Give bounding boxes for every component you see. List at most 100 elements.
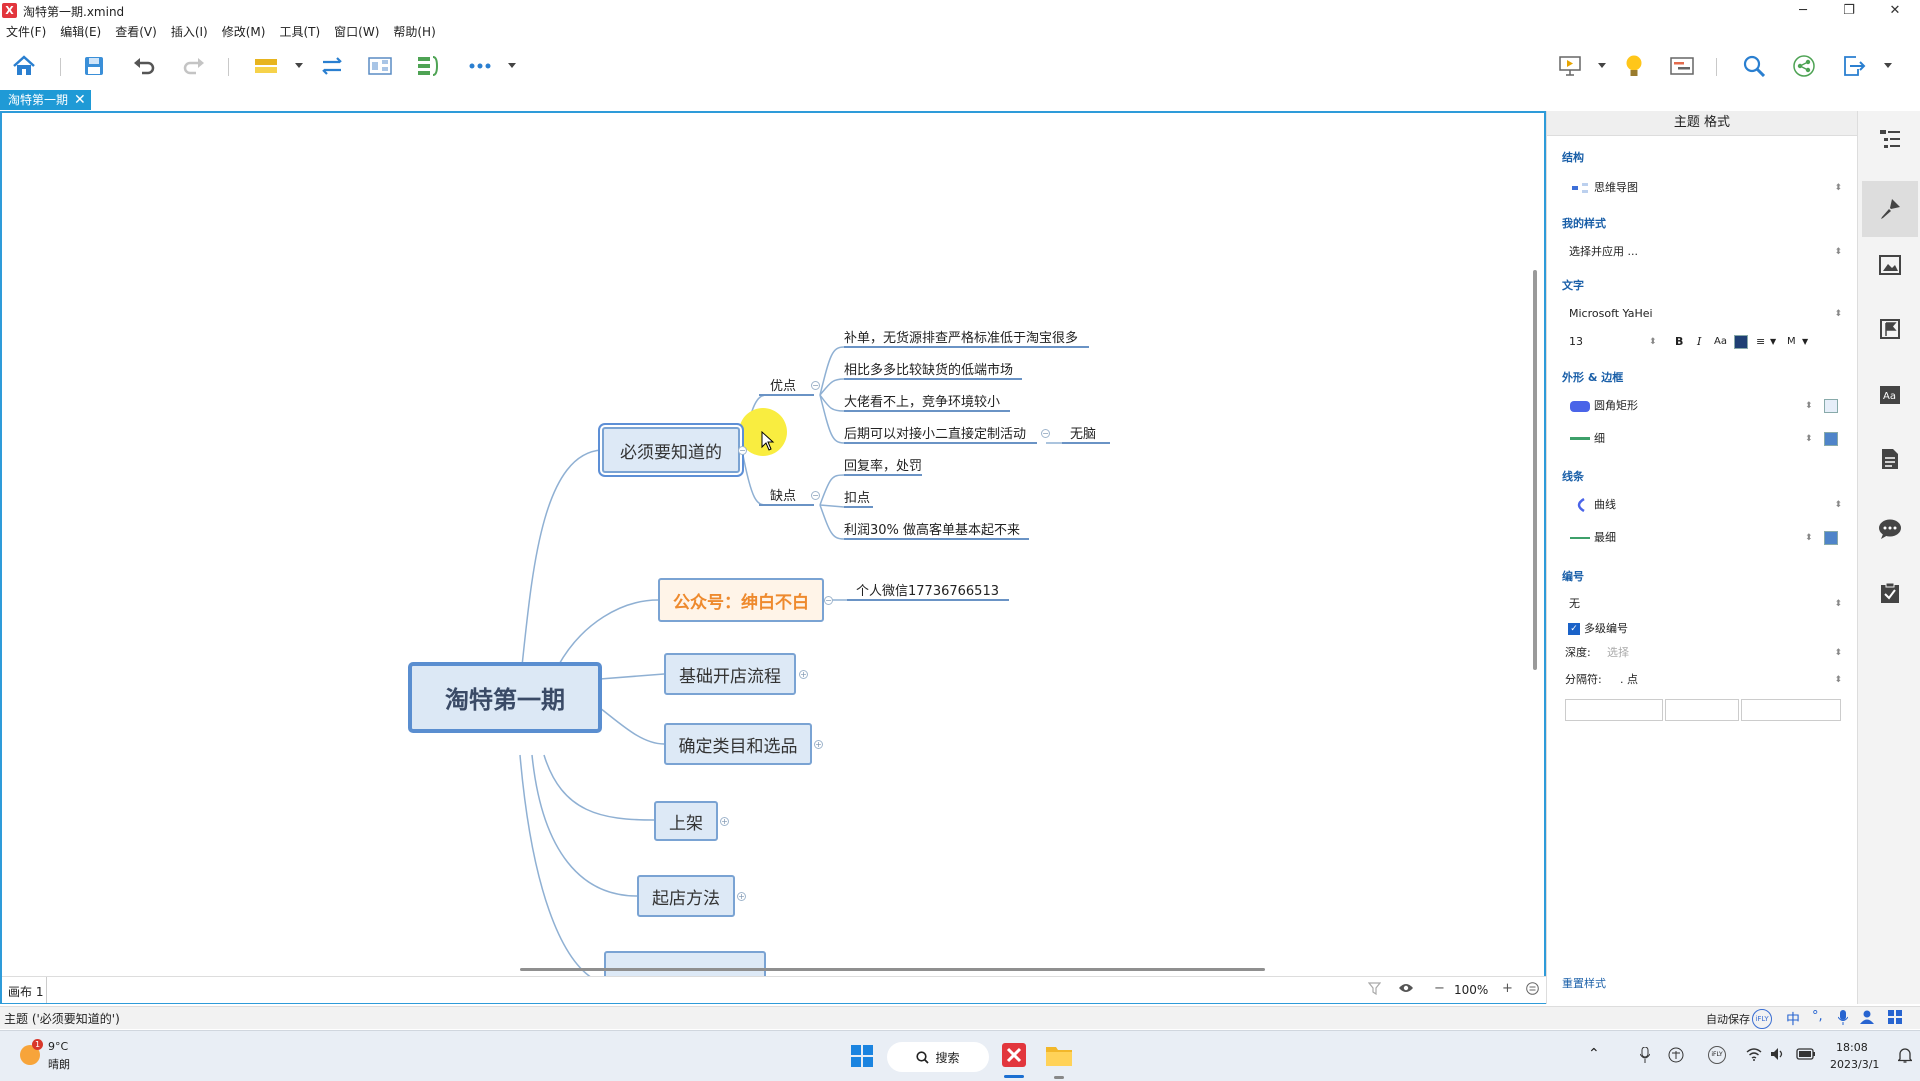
collapse-toggle[interactable]: − (738, 446, 747, 455)
boundary-icon[interactable] (366, 52, 394, 80)
line-width-select[interactable]: 最细 ⬍ (1562, 526, 1842, 550)
menu-modify[interactable]: 修改(M) (221, 25, 266, 39)
topic-dropdown-icon[interactable] (295, 63, 303, 68)
topic-wechat-public[interactable]: 公众号：绅白不白 (658, 578, 824, 622)
cons-item[interactable]: 利润30% 做高客单基本起不来 (844, 522, 1021, 538)
image-icon[interactable] (1870, 245, 1910, 285)
minimize-button[interactable]: ─ (1799, 3, 1807, 18)
share-icon[interactable] (1790, 52, 1818, 80)
menu-window[interactable]: 窗口(W) (334, 25, 380, 39)
maximize-button[interactable]: ❐ (1843, 3, 1855, 18)
file-explorer-icon[interactable] (1046, 1044, 1072, 1069)
outline-icon[interactable] (1870, 119, 1910, 159)
redo-icon[interactable] (180, 52, 208, 80)
task-icon[interactable] (1870, 573, 1910, 613)
cons-item[interactable]: 扣点 (844, 490, 871, 506)
multi-level-checkbox[interactable]: ✓ (1568, 623, 1580, 635)
topic-shop-process[interactable]: 基础开店流程 (664, 653, 796, 695)
tray-chevron-up-icon[interactable]: ⌃ (1588, 1046, 1600, 1062)
ime-language[interactable]: 中 (1786, 1012, 1800, 1028)
font-size-input[interactable]: 13 (1569, 335, 1583, 348)
pros-extra-item[interactable]: 无脑 (1070, 426, 1097, 442)
pros-item[interactable]: 大佬看不上，竞争环境较小 (844, 394, 1001, 410)
font-size-updown-icon[interactable]: ⬍ (1649, 337, 1657, 347)
ime-mic-icon[interactable] (1837, 1010, 1849, 1028)
font-family-select[interactable]: Microsoft YaHei ⬍ (1562, 302, 1842, 326)
more-dropdown-icon[interactable]: ▼ (1802, 337, 1809, 346)
canvas-horizontal-scrollbar[interactable] (520, 968, 1265, 971)
ime-grid-icon[interactable] (1888, 1010, 1902, 1027)
pros-item[interactable]: 相比多多比较缺货的低端市场 (844, 362, 1014, 378)
depth-row[interactable]: 深度: 选择 ⬍ (1562, 641, 1842, 665)
format-brush-icon[interactable] (1862, 181, 1918, 237)
mindmap-canvas[interactable]: 淘特第一期 必须要知道的 − 公众号：绅白不白 − 基础开店流程 + 确定类目和… (0, 111, 1546, 1004)
wechat-child-item[interactable]: 个人微信17736766513 (856, 583, 999, 599)
xmind-taskbar-icon[interactable] (1002, 1043, 1026, 1067)
text-style-icon[interactable]: Aa (1870, 375, 1910, 415)
collapse-toggle[interactable]: − (811, 491, 820, 500)
pros-item[interactable]: 后期可以对接小二直接定制活动 (844, 426, 1027, 442)
expand-toggle[interactable]: + (737, 892, 746, 901)
close-tab-icon[interactable]: ✕ (74, 92, 86, 108)
notification-bell-icon[interactable] (1896, 1047, 1914, 1066)
menu-edit[interactable]: 编辑(E) (60, 25, 102, 39)
line-shape-select[interactable]: 曲线 ⬍ (1562, 493, 1842, 517)
menu-lines-icon[interactable] (1526, 982, 1539, 999)
cons-item[interactable]: 回复率，处罚 (844, 458, 923, 474)
collapse-toggle[interactable]: − (1041, 429, 1050, 438)
comments-icon[interactable] (1870, 509, 1910, 549)
summary-icon[interactable] (414, 52, 442, 80)
pros-item[interactable]: 补单，无货源排查严格标准低于淘宝很多 (844, 330, 1079, 346)
zoom-level[interactable]: 100% (1454, 983, 1489, 997)
export-icon[interactable] (1840, 52, 1868, 80)
tray-volume-icon[interactable] (1770, 1047, 1786, 1064)
home-icon[interactable] (10, 52, 38, 80)
topic-category[interactable]: 确定类目和选品 (664, 723, 812, 765)
brainstorm-lightbulb-icon[interactable] (1620, 52, 1648, 80)
tray-mic-icon[interactable] (1639, 1046, 1651, 1066)
structure-select[interactable]: 思维导图 ⬍ (1562, 176, 1842, 200)
text-color-swatch[interactable] (1734, 335, 1748, 349)
sheet-tab[interactable]: 画布 1 (8, 985, 44, 999)
suffix-input[interactable] (1741, 699, 1841, 721)
zoom-in-button[interactable]: + (1502, 981, 1513, 996)
root-topic[interactable]: 淘特第一期 (408, 662, 602, 733)
notes-icon[interactable] (1870, 439, 1910, 479)
weather-sun-icon[interactable] (20, 1045, 40, 1065)
expand-toggle[interactable]: + (720, 817, 729, 826)
undo-icon[interactable] (130, 52, 158, 80)
align-dropdown-icon[interactable]: ▼ (1770, 337, 1777, 346)
start-windows-icon[interactable] (851, 1045, 873, 1070)
bold-button[interactable]: B (1675, 335, 1684, 348)
menu-help[interactable]: 帮助(H) (393, 25, 436, 39)
tray-translate-icon[interactable] (1668, 1047, 1684, 1066)
search-icon[interactable] (1740, 52, 1768, 80)
clock-date[interactable]: 2023/3/1 (1830, 1058, 1880, 1071)
prefix-input[interactable] (1565, 699, 1663, 721)
shape-fill-swatch[interactable] (1824, 399, 1838, 413)
text-more-button[interactable]: M (1787, 336, 1796, 347)
eye-icon[interactable] (1398, 982, 1414, 998)
tray-wifi-icon[interactable] (1746, 1047, 1762, 1064)
expand-toggle[interactable]: + (799, 670, 808, 679)
more-dropdown-icon[interactable] (508, 63, 516, 68)
text-align-button[interactable]: ≡ (1756, 335, 1766, 348)
ime-logo-icon[interactable]: iFLY (1752, 1009, 1772, 1029)
collapse-toggle[interactable]: − (824, 596, 833, 605)
separator-row[interactable]: 分隔符: . 点 ⬍ (1562, 668, 1842, 692)
border-color-swatch[interactable] (1824, 432, 1838, 446)
clock-time[interactable]: 18:08 (1836, 1041, 1868, 1054)
numbering-select[interactable]: 无 ⬍ (1562, 592, 1842, 616)
menu-file[interactable]: 文件(F) (6, 25, 47, 39)
pros-label[interactable]: 优点 (770, 378, 797, 394)
cons-label[interactable]: 缺点 (770, 488, 797, 504)
marker-flag-icon[interactable] (1870, 309, 1910, 349)
tray-ime-icon[interactable]: iFLY (1708, 1046, 1726, 1064)
collapse-toggle[interactable]: − (811, 381, 820, 390)
gantt-view-icon[interactable] (1668, 52, 1696, 80)
topic-methods[interactable]: 起店方法 (637, 875, 735, 917)
topic-must-know[interactable]: 必须要知道的 (602, 427, 740, 473)
filter-icon[interactable] (1367, 982, 1382, 999)
relationship-icon[interactable] (318, 52, 346, 80)
tab-document[interactable]: 淘特第一期 ✕ (0, 90, 91, 110)
